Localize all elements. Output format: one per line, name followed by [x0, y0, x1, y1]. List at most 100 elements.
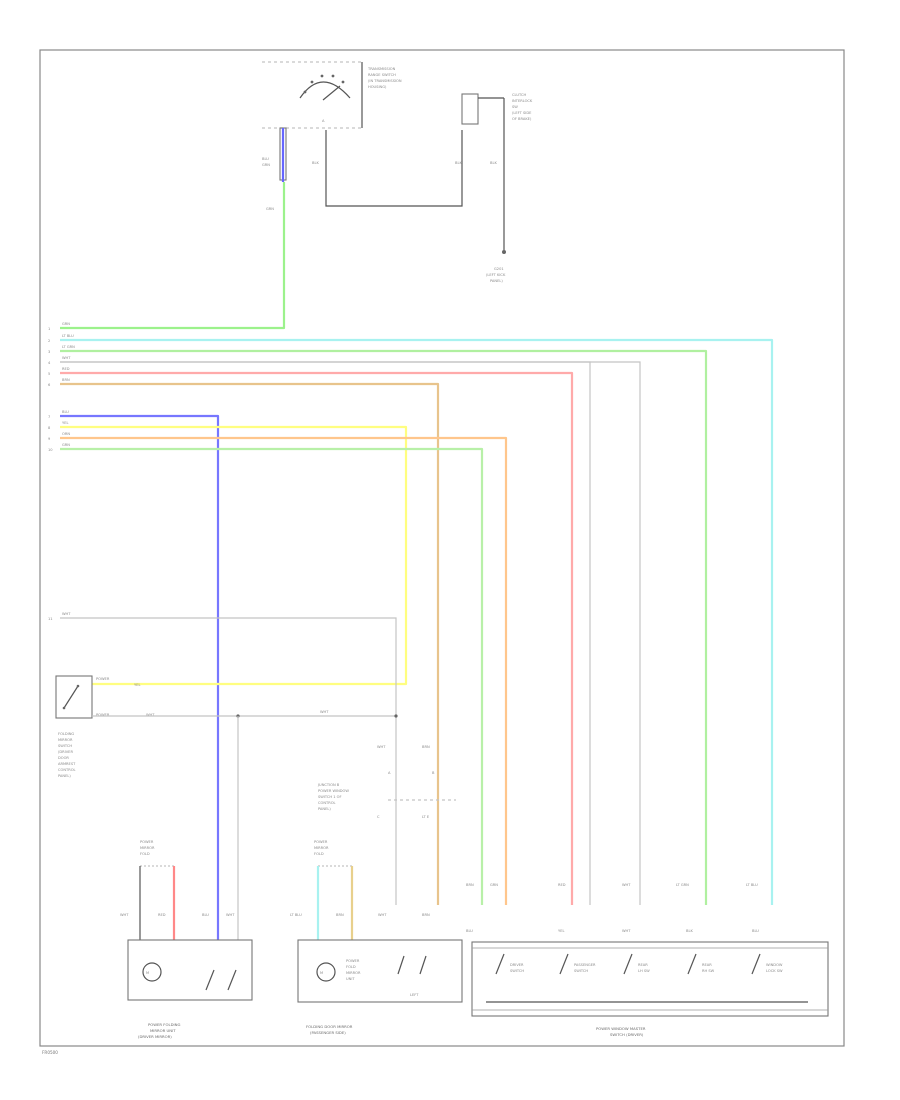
- svg-text:BLU: BLU: [202, 913, 209, 917]
- svg-text:(DRIVER: (DRIVER: [58, 750, 73, 754]
- svg-text:WHT: WHT: [622, 883, 631, 887]
- svg-text:WHT: WHT: [378, 913, 387, 917]
- svg-text:MIRROR: MIRROR: [314, 846, 329, 850]
- svg-text:GRN: GRN: [262, 163, 270, 167]
- svg-text:RH SW: RH SW: [702, 969, 715, 973]
- svg-text:(PASSENGER SIDE): (PASSENGER SIDE): [310, 1030, 346, 1035]
- svg-text:11: 11: [48, 617, 53, 621]
- svg-text:RED: RED: [558, 883, 566, 887]
- svg-text:GRN: GRN: [62, 322, 70, 326]
- svg-text:MIRROR: MIRROR: [140, 846, 155, 850]
- svg-text:GRN: GRN: [490, 883, 498, 887]
- transmission-range-switch: TRANSMISSION RANGE SWITCH (IN TRANSMISSI…: [262, 61, 402, 129]
- svg-text:MIRROR: MIRROR: [346, 971, 361, 975]
- svg-text:LT GRN: LT GRN: [62, 345, 75, 349]
- svg-text:BRN: BRN: [422, 745, 430, 749]
- svg-text:FOLDING DOOR MIRROR: FOLDING DOOR MIRROR: [306, 1024, 353, 1029]
- svg-text:PANEL): PANEL): [58, 774, 71, 778]
- door-lock-switch-block: WHT BRN A B JUNCTION B POWER WINDOW SWIT…: [317, 745, 456, 819]
- svg-text:PASSENGER: PASSENGER: [574, 963, 596, 967]
- svg-text:A: A: [388, 771, 391, 775]
- svg-text:POWER: POWER: [140, 840, 154, 844]
- svg-text:2: 2: [48, 339, 50, 343]
- svg-text:REAR: REAR: [638, 963, 648, 967]
- svg-text:(DRIVER MIRROR): (DRIVER MIRROR): [138, 1034, 172, 1039]
- svg-text:DOOR: DOOR: [58, 756, 69, 760]
- svg-text:6: 6: [48, 383, 51, 387]
- svg-text:YEL: YEL: [134, 683, 140, 687]
- svg-text:CONTROL: CONTROL: [318, 801, 336, 805]
- svg-text:SWITCH: SWITCH: [58, 744, 72, 748]
- svg-text:BLU: BLU: [752, 929, 759, 933]
- svg-text:B: B: [432, 771, 435, 775]
- svg-text:ARMREST: ARMREST: [58, 762, 76, 766]
- svg-text:WINDOW: WINDOW: [766, 963, 783, 967]
- svg-text:FOLD: FOLD: [314, 852, 324, 856]
- svg-text:BLU: BLU: [466, 929, 473, 933]
- power-window-master-switch: DRIVER SWITCH PASSENGER SWITCH REAR LH S…: [471, 941, 829, 1037]
- upper-wire-bundle: GRN LT BLU LT GRN WHT RED BRN 1 2 3 4 5 …: [48, 182, 774, 905]
- svg-text:SW: SW: [512, 105, 518, 109]
- ground-symbol: G201 (LEFT KICK PANEL): [486, 250, 506, 283]
- connector-block: CLUTCH INTERLOCK SW (LEFT SIDE OF BRAKE)…: [461, 93, 533, 250]
- svg-text:RED: RED: [158, 913, 166, 917]
- svg-text:BLU: BLU: [262, 157, 269, 161]
- svg-text:(IN TRANSMISSION: (IN TRANSMISSION: [368, 79, 402, 83]
- svg-text:POWER: POWER: [96, 713, 110, 717]
- svg-text:RED: RED: [62, 367, 70, 371]
- svg-text:SWITCH 1 OF: SWITCH 1 OF: [318, 795, 342, 799]
- svg-text:BLK: BLK: [686, 929, 693, 933]
- svg-text:LT GRN: LT GRN: [676, 883, 689, 887]
- svg-text:(LEFT KICK: (LEFT KICK: [486, 273, 506, 277]
- figure-code: FR0500: [42, 1050, 58, 1055]
- diagram-frame: [39, 49, 845, 1047]
- svg-text:WHT: WHT: [120, 913, 129, 917]
- svg-text:MIRROR: MIRROR: [58, 738, 73, 742]
- svg-text:TRANSMISSION: TRANSMISSION: [367, 67, 396, 71]
- svg-text:POWER WINDOW: POWER WINDOW: [318, 789, 349, 793]
- svg-text:CONTROL: CONTROL: [58, 768, 76, 772]
- svg-text:WHT: WHT: [62, 612, 71, 616]
- svg-text:SWITCH: SWITCH: [510, 969, 524, 973]
- svg-text:7: 7: [48, 415, 50, 419]
- svg-text:1: 1: [48, 327, 50, 331]
- svg-text:JUNCTION B: JUNCTION B: [317, 783, 340, 787]
- svg-text:8: 8: [48, 426, 51, 430]
- svg-text:GRN: GRN: [266, 207, 274, 211]
- svg-text:RANGE SWITCH: RANGE SWITCH: [368, 73, 396, 77]
- svg-text:GRN: GRN: [62, 443, 70, 447]
- svg-text:POWER FOLDING: POWER FOLDING: [148, 1022, 180, 1027]
- svg-text:BLK: BLK: [312, 161, 319, 165]
- svg-text:PANEL): PANEL): [318, 807, 331, 811]
- svg-text:HOUSING): HOUSING): [368, 85, 387, 89]
- svg-text:A: A: [322, 119, 325, 123]
- svg-text:LOCK SW: LOCK SW: [766, 969, 783, 973]
- svg-text:LT BLU: LT BLU: [746, 883, 758, 887]
- svg-text:WHT: WHT: [146, 713, 155, 717]
- svg-text:REAR: REAR: [702, 963, 712, 967]
- svg-text:LT BLU: LT BLU: [62, 334, 74, 338]
- svg-text:LT E: LT E: [422, 815, 430, 819]
- svg-text:SWITCH (DRIVER): SWITCH (DRIVER): [610, 1032, 644, 1037]
- svg-text:BLK: BLK: [455, 161, 462, 165]
- svg-text:ORN: ORN: [62, 432, 70, 436]
- svg-text:YEL: YEL: [558, 929, 564, 933]
- svg-text:WHT: WHT: [320, 710, 329, 714]
- svg-text:BRN: BRN: [422, 913, 430, 917]
- lower-wire-bundle: BLU YEL ORN GRN 7 8 9 10: [48, 410, 508, 940]
- svg-text:PANEL): PANEL): [490, 279, 503, 283]
- svg-text:POWER: POWER: [314, 840, 328, 844]
- svg-text:DRIVER: DRIVER: [510, 963, 524, 967]
- svg-text:10: 10: [48, 448, 53, 452]
- svg-text:WHT: WHT: [377, 745, 386, 749]
- svg-text:BRN: BRN: [336, 913, 344, 917]
- mirror-actuator-left: POWER MIRROR FOLD WHT RED BLU WHT M POWE…: [120, 840, 253, 1039]
- svg-text:M: M: [320, 971, 323, 975]
- door-lock-actuator: POWER MIRROR FOLD LT BLU BRN WHT BRN M P…: [290, 840, 463, 1035]
- svg-text:INTERLOCK: INTERLOCK: [512, 99, 533, 103]
- svg-text:FOLD: FOLD: [140, 852, 150, 856]
- svg-text:CLUTCH: CLUTCH: [512, 93, 526, 97]
- svg-text:BRN: BRN: [466, 883, 474, 887]
- svg-text:4: 4: [48, 361, 51, 365]
